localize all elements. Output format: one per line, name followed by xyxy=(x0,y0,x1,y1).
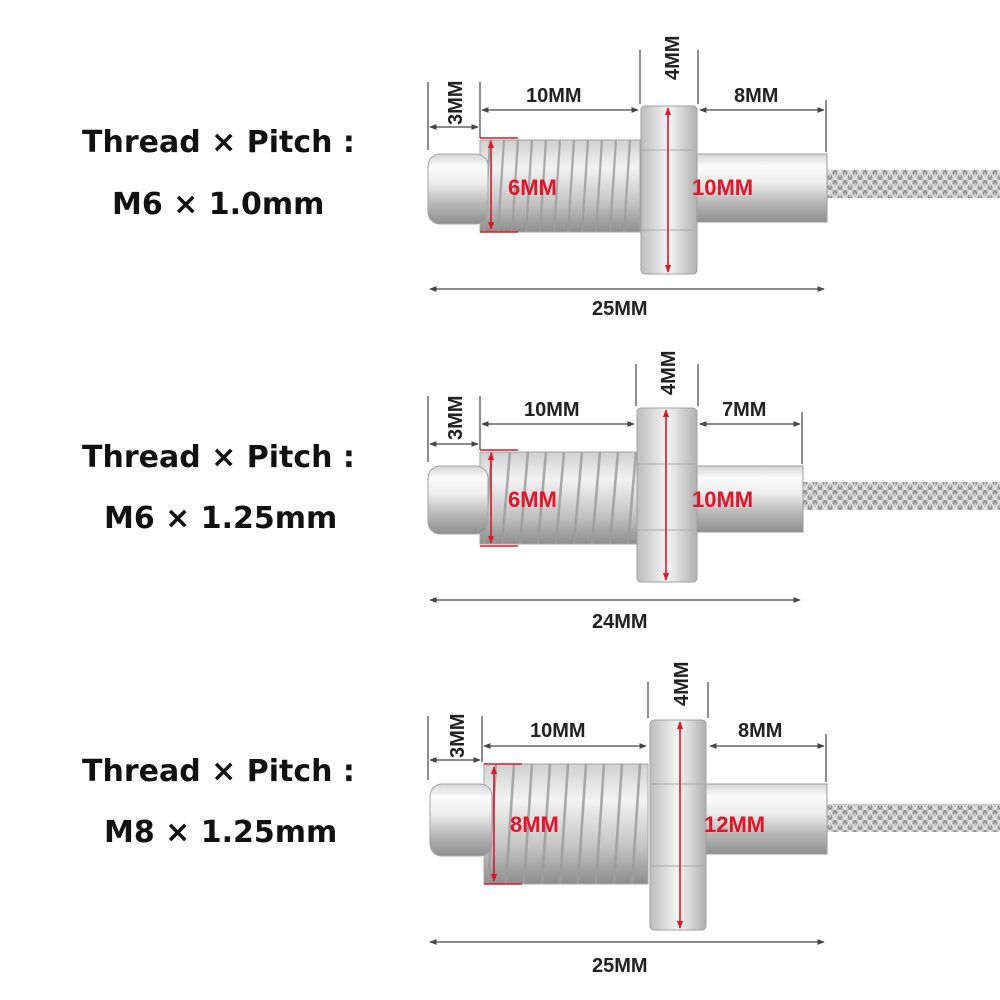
sensor-1-thread-diameter-label: 6MM xyxy=(508,175,557,200)
sensor-2-sleeve-diameter-label: 10MM xyxy=(692,487,753,512)
sensor-3-probe-tip xyxy=(429,783,493,857)
sensor-3-spec: M8 × 1.25mm xyxy=(104,815,337,850)
sensor-2-thread-grooves xyxy=(482,451,638,545)
sensor-2: Thread × Pitch : M6 × 1.25mm 3MM xyxy=(82,351,1000,633)
sensor-2-probe-tip xyxy=(427,465,489,535)
sensor-3-thread-diameter-label: 8MM xyxy=(510,812,559,837)
sensor-1-dimension-lines xyxy=(427,50,827,292)
sensor-2-sleeve-length-label: 7MM xyxy=(722,399,766,421)
sensor-3-title: Thread × Pitch : xyxy=(82,754,355,789)
sensor-1-thread-length-label: 10MM xyxy=(526,85,582,107)
sensor-1-tip-length-label: 3MM xyxy=(445,81,467,125)
sensor-3-dimension-lines xyxy=(427,682,827,945)
sensor-3-tip-length-label: 3MM xyxy=(447,714,469,758)
sensor-2-thread-diameter-label: 6MM xyxy=(508,487,557,512)
sensor-1: Thread × Pitch : M6 × 1.0mm xyxy=(82,36,1000,320)
sensor-2-braided-cable xyxy=(802,482,1000,510)
sensor-2-thread-length-label: 10MM xyxy=(524,399,580,421)
sensor-3-total-length-label: 25MM xyxy=(592,955,648,977)
sensor-3-diameter-markers xyxy=(484,721,684,929)
sensor-2-total-length-label: 24MM xyxy=(592,611,648,633)
sensor-1-hex-nut xyxy=(640,105,698,275)
sensor-1-sleeve-diameter-label: 10MM xyxy=(692,175,753,200)
sensor-1-title: Thread × Pitch : xyxy=(82,125,355,160)
sensor-1-probe-tip xyxy=(427,153,489,225)
sensor-1-nut-width-label: 4MM xyxy=(662,36,684,80)
sensor-1-total-length-label: 25MM xyxy=(592,298,648,320)
sensor-2-diameter-markers xyxy=(480,409,670,581)
sensor-2-title: Thread × Pitch : xyxy=(82,440,355,475)
sensor-1-sleeve xyxy=(694,153,828,223)
sensor-3-hex-nut xyxy=(649,719,707,931)
sensor-2-nut-width-label: 4MM xyxy=(658,351,680,395)
sensor-2-spec: M6 × 1.25mm xyxy=(104,501,337,536)
sensor-1-braided-cable xyxy=(826,170,1000,198)
sensor-3-sleeve-diameter-label: 12MM xyxy=(704,812,765,837)
sensor-3-sleeve xyxy=(704,783,828,855)
sensor-1-thread-grooves xyxy=(482,139,632,233)
sensor-1-sleeve-length-label: 8MM xyxy=(734,85,778,107)
sensor-2-tip-length-label: 3MM xyxy=(445,396,467,440)
sensor-2-dimension-lines xyxy=(427,364,803,603)
sensor-2-hex-nut xyxy=(636,407,698,583)
sensor-1-spec: M6 × 1.0mm xyxy=(112,187,324,222)
sensor-3-braided-cable xyxy=(826,804,1000,832)
sensor-3-thread-length-label: 10MM xyxy=(530,720,586,742)
sensor-3-nut-width-label: 4MM xyxy=(671,662,693,706)
sensor-3-sleeve-length-label: 8MM xyxy=(738,720,782,742)
sensor-3: Thread × Pitch : M8 × 1.25mm 3MM xyxy=(82,662,1000,977)
sensor-3-thread-grooves xyxy=(486,763,642,885)
sensor-1-diameter-markers xyxy=(480,107,672,273)
